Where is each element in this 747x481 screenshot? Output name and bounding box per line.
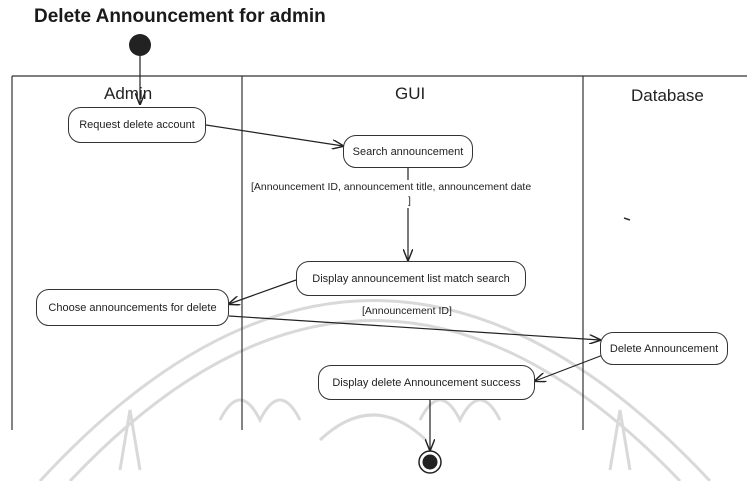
- flow-display-list-to-choose: [229, 279, 297, 304]
- guard-search-fields-close: ]: [408, 195, 411, 207]
- final-node-dot: [422, 454, 438, 470]
- final-node-ring: [418, 450, 442, 474]
- guard-announcement-id: [Announcement ID]: [362, 305, 452, 317]
- flow-delete-to-display-success: [535, 354, 604, 381]
- action-choose-announcements: Choose announcements for delete: [36, 289, 229, 326]
- flow-choose-to-delete: [228, 315, 600, 340]
- action-search-announcement: Search announcement: [343, 135, 473, 168]
- lane-label-admin: Admin: [104, 84, 153, 103]
- flow-request-to-search: [205, 124, 343, 146]
- lane-label-gui: GUI: [395, 84, 426, 103]
- action-display-announcement-list: Display announcement list match search: [296, 261, 526, 296]
- stray-mark: [623, 217, 631, 221]
- initial-node: [129, 34, 151, 56]
- action-delete-announcement: Delete Announcement: [600, 332, 728, 365]
- guard-search-fields: [Announcement ID, announcement title, an…: [251, 181, 532, 193]
- diagram-title: Delete Announcement for admin: [34, 6, 326, 27]
- action-request-delete: Request delete account: [68, 107, 206, 143]
- lane-label-database: Database: [631, 86, 704, 105]
- action-display-delete-success: Display delete Announcement success: [318, 365, 535, 400]
